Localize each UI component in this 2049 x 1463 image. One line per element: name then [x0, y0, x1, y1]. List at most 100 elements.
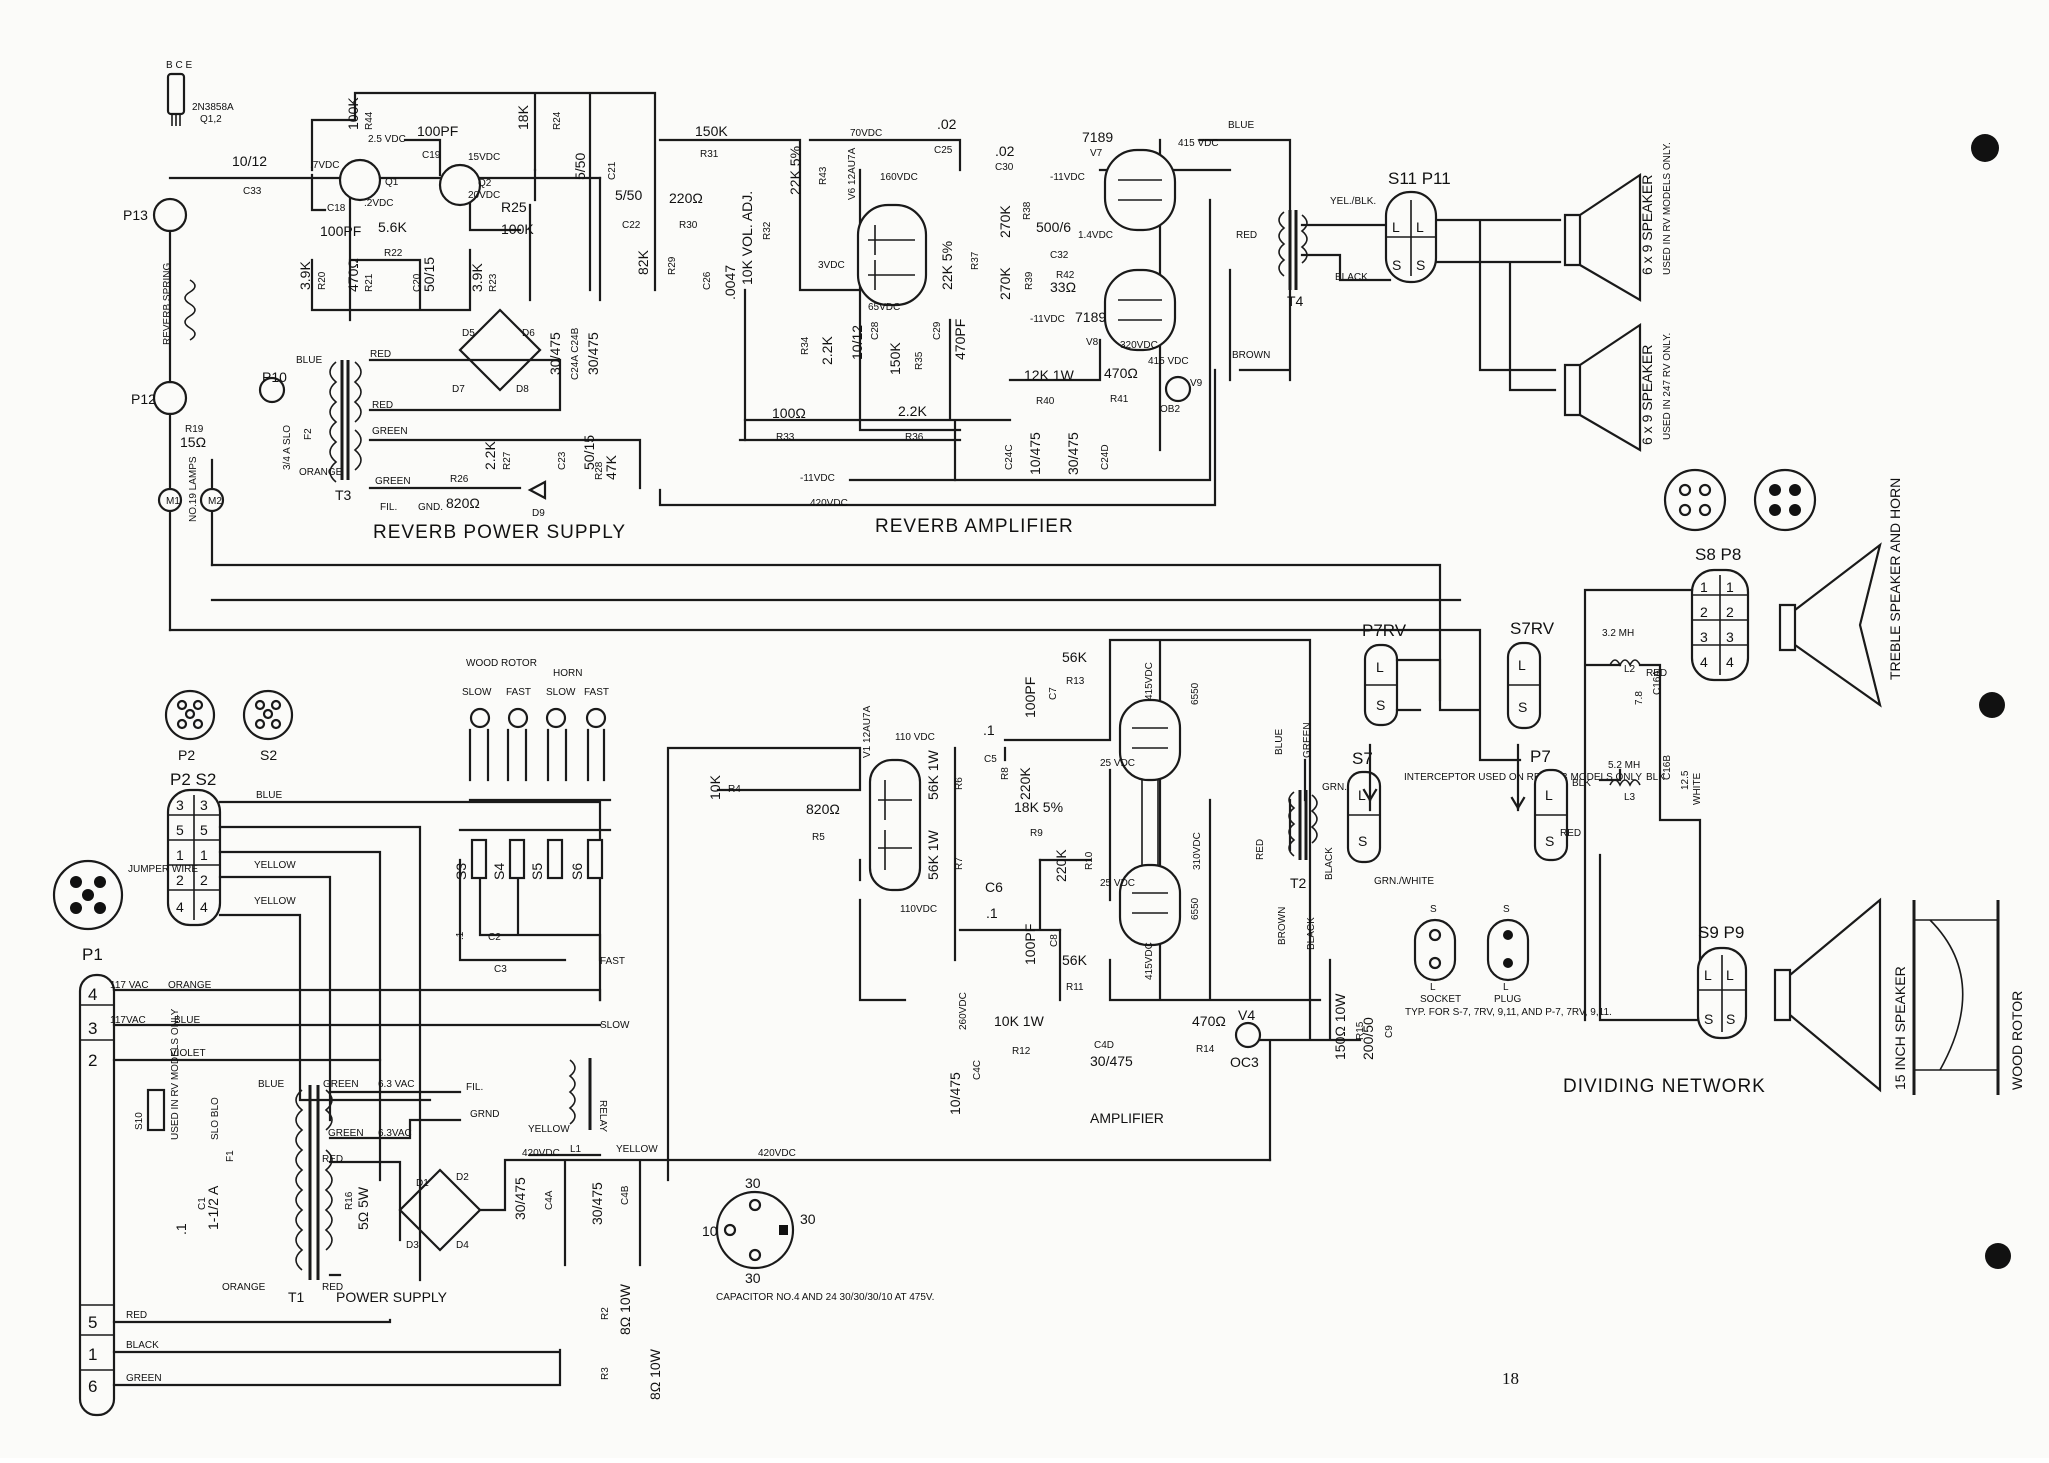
- svg-text:415 VDC: 415 VDC: [1178, 138, 1219, 149]
- svg-text:SLOW: SLOW: [462, 687, 492, 698]
- svg-text:BLK: BLK: [1572, 778, 1591, 789]
- svg-text:R36: R36: [905, 432, 924, 443]
- svg-text:.1: .1: [173, 1223, 189, 1235]
- svg-text:D8: D8: [516, 384, 529, 395]
- svg-text:P2: P2: [178, 747, 195, 763]
- svg-text:REVERB SPRING: REVERB SPRING: [162, 263, 173, 345]
- p13-jack: [152, 197, 188, 233]
- svg-text:RED: RED: [126, 1310, 147, 1321]
- svg-text:1: 1: [176, 847, 184, 863]
- svg-text:R34: R34: [800, 336, 811, 355]
- main-power-supply: RED D1 D2 D3 D4 5Ω 5W R16 420VDC YELLOW …: [295, 1085, 1272, 1400]
- svg-text:4: 4: [1726, 654, 1734, 670]
- svg-text:R24: R24: [552, 111, 563, 130]
- svg-text:C7: C7: [1048, 687, 1059, 700]
- svg-text:L: L: [1518, 657, 1526, 673]
- svg-text:10K VOL. ADJ.: 10K VOL. ADJ.: [739, 191, 755, 285]
- svg-text:C29: C29: [932, 321, 943, 340]
- svg-text:C32: C32: [1050, 250, 1069, 261]
- svg-text:6: 6: [88, 1377, 97, 1396]
- svg-text:10/475: 10/475: [947, 1072, 963, 1115]
- p10-jack: [258, 376, 286, 404]
- svg-text:TYP. FOR S-7, 7RV, 9,11, AND P: TYP. FOR S-7, 7RV, 9,11, AND P-7, 7RV, 9…: [1405, 1007, 1612, 1018]
- svg-text:T2: T2: [1290, 875, 1307, 891]
- svg-text:C24A C24B: C24A C24B: [570, 327, 581, 380]
- svg-text:C21: C21: [607, 161, 618, 180]
- svg-text:5: 5: [176, 822, 184, 838]
- svg-text:1: 1: [88, 1345, 97, 1364]
- svg-text:GRN./WHITE: GRN./WHITE: [1374, 876, 1434, 887]
- svg-text:YELLOW: YELLOW: [616, 1144, 658, 1155]
- svg-text:YEL./BLK.: YEL./BLK.: [1330, 196, 1376, 207]
- v7-tube: [1103, 148, 1177, 232]
- svg-text:10: 10: [702, 1223, 718, 1239]
- s8-socket-drawings: [1663, 468, 1817, 532]
- svg-text:GREEN: GREEN: [328, 1128, 364, 1139]
- svg-text:C8: C8: [1049, 934, 1060, 947]
- svg-text:3.9K: 3.9K: [297, 261, 313, 290]
- svg-text:D7: D7: [452, 384, 465, 395]
- svg-text:220K: 220K: [1053, 849, 1069, 882]
- svg-text:320VDC: 320VDC: [1120, 340, 1158, 351]
- svg-text:30/475: 30/475: [547, 332, 563, 375]
- svg-text:C16A: C16A: [1652, 670, 1663, 695]
- svg-text:15Ω: 15Ω: [180, 434, 206, 450]
- svg-text:82K: 82K: [635, 249, 651, 275]
- svg-text:BLUE: BLUE: [256, 790, 282, 801]
- svg-text:5Ω 5W: 5Ω 5W: [355, 1186, 371, 1230]
- svg-text:R40: R40: [1036, 396, 1055, 407]
- svg-text:10K: 10K: [707, 774, 723, 800]
- svg-text:S: S: [1704, 1011, 1713, 1027]
- svg-text:2.5 VDC: 2.5 VDC: [368, 134, 406, 145]
- svg-text:INTERCEPTOR USED ON REVERB MOD: INTERCEPTOR USED ON REVERB MODELS ONLY: [1404, 772, 1642, 783]
- svg-text:7189: 7189: [1075, 309, 1106, 325]
- svg-text:18K: 18K: [515, 104, 531, 130]
- svg-text:2.2K: 2.2K: [898, 403, 927, 419]
- svg-text:3: 3: [88, 1019, 97, 1038]
- svg-text:160VDC: 160VDC: [880, 172, 918, 183]
- svg-text:100K: 100K: [345, 97, 361, 130]
- svg-text:FAST: FAST: [506, 687, 531, 698]
- dividing-network-title: DIVIDING NETWORK: [1563, 1076, 1766, 1097]
- svg-text:T3: T3: [335, 487, 352, 503]
- v2-tube: [1118, 698, 1182, 782]
- svg-text:Q1,2: Q1,2: [200, 114, 222, 125]
- socket-icon: [1413, 918, 1457, 982]
- svg-text:HORN: HORN: [553, 668, 582, 679]
- svg-text:C4C: C4C: [972, 1060, 983, 1080]
- svg-text:3: 3: [1700, 629, 1708, 645]
- svg-text:V1 12AU7A: V1 12AU7A: [862, 705, 873, 758]
- svg-text:RED: RED: [1236, 230, 1257, 241]
- svg-text:RED: RED: [1255, 839, 1266, 860]
- svg-text:P12: P12: [131, 391, 156, 407]
- svg-text:2: 2: [1726, 604, 1734, 620]
- reverb-preamp: Q1 Q2 10/12 C33 .7VDC 2.5 VDC 100PF C19 …: [168, 91, 728, 322]
- svg-text:V8: V8: [1086, 337, 1099, 348]
- svg-text:C6: C6: [985, 879, 1003, 895]
- svg-text:WHITE: WHITE: [1692, 772, 1703, 805]
- svg-text:R29: R29: [667, 256, 678, 275]
- svg-text:USED IN RV MODELS ONLY: USED IN RV MODELS ONLY: [170, 1008, 181, 1140]
- svg-text:100PF: 100PF: [320, 223, 361, 239]
- s10-switch: [146, 1088, 166, 1132]
- svg-text:-11VDC: -11VDC: [800, 473, 835, 484]
- svg-text:R11: R11: [1066, 982, 1084, 993]
- svg-text:470Ω: 470Ω: [1192, 1013, 1226, 1029]
- svg-text:22K 5%: 22K 5%: [787, 146, 803, 195]
- svg-text:OB2: OB2: [1160, 404, 1180, 415]
- svg-text:-11VDC: -11VDC: [1030, 314, 1065, 325]
- svg-text:M2: M2: [208, 496, 222, 507]
- svg-text:T1: T1: [288, 1289, 305, 1305]
- svg-text:P13: P13: [123, 207, 148, 223]
- svg-text:C1: C1: [197, 1197, 208, 1210]
- svg-text:R19: R19: [185, 424, 204, 435]
- svg-text:B C E: B C E: [166, 60, 192, 71]
- svg-text:7.8: 7.8: [1634, 691, 1645, 705]
- svg-text:S: S: [1430, 904, 1437, 915]
- svg-text:1.4VDC: 1.4VDC: [1078, 230, 1113, 241]
- svg-text:S8 P8: S8 P8: [1695, 545, 1741, 564]
- svg-text:C33: C33: [243, 186, 262, 197]
- svg-text:R20: R20: [317, 271, 328, 290]
- svg-text:4: 4: [1700, 654, 1708, 670]
- svg-text:15VDC: 15VDC: [468, 152, 500, 163]
